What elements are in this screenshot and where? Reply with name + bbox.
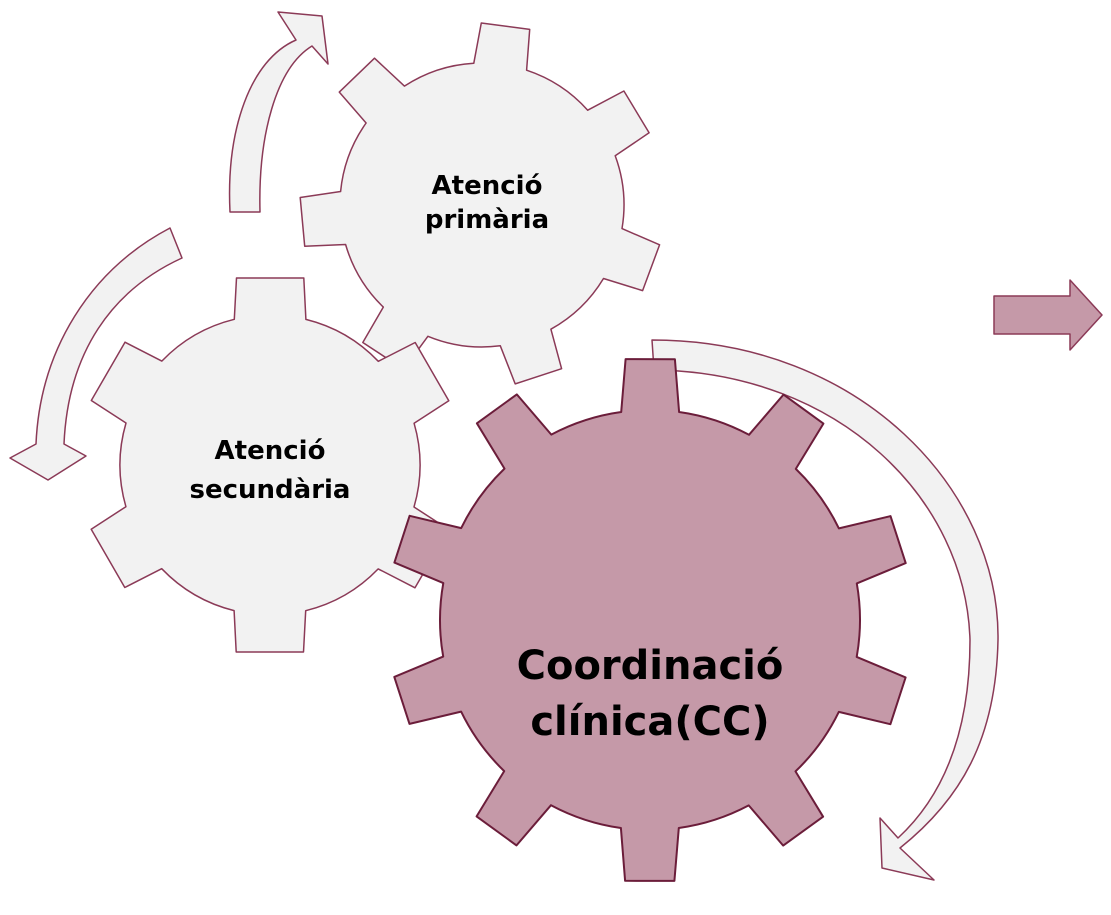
label-primaria-line2: primària — [425, 205, 549, 235]
label-coordinacio-line2: clínica(CC) — [530, 699, 769, 745]
gear-coordinacio-clinica — [393, 358, 907, 882]
side-arrow — [993, 279, 1103, 351]
gear-atencio-secundaria — [90, 277, 450, 653]
label-primaria-line1: Atenció — [432, 171, 543, 201]
gear-atencio-primaria — [299, 22, 661, 385]
label-secundaria-line1: Atenció — [215, 436, 326, 466]
gear-shape-primaria — [299, 22, 661, 385]
label-secundaria-line2: secundària — [190, 475, 351, 505]
gear-shape-secundaria — [90, 277, 450, 653]
cycle-arrow-left — [9, 227, 183, 481]
cycle-arrow-top — [228, 11, 329, 213]
label-coordinacio-line1: Coordinació — [517, 643, 784, 689]
gear-shape-coordinacio — [393, 358, 907, 882]
cycle-arrow-right — [651, 339, 999, 881]
